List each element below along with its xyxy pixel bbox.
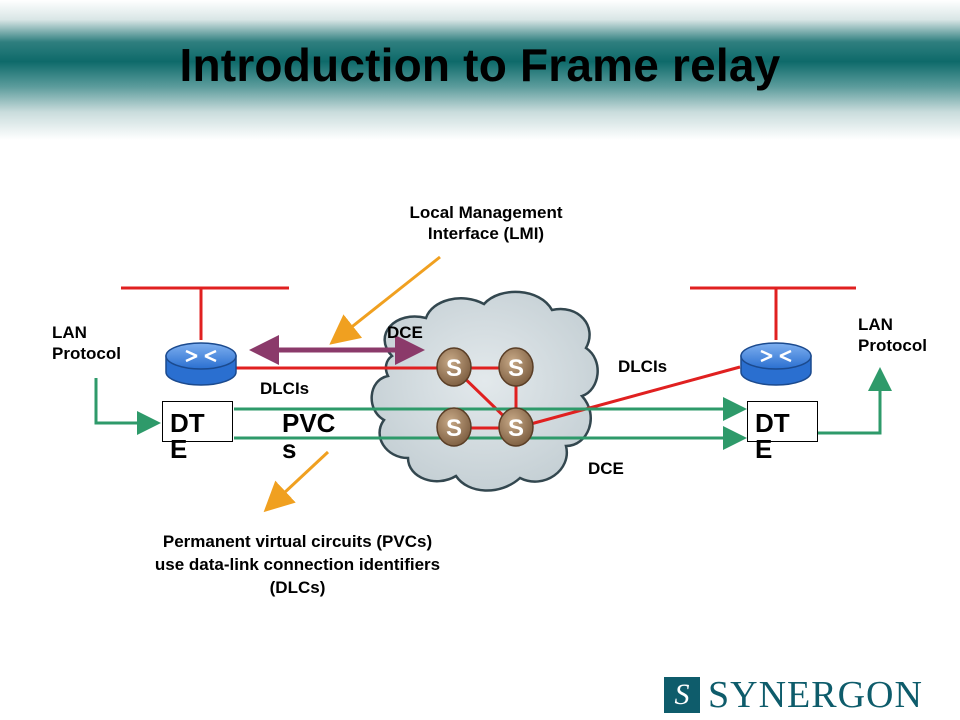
lan-protocol-arrow-right bbox=[818, 367, 892, 435]
pvc-description-line3: (DLCs) bbox=[269, 578, 326, 597]
dce-label-top: DCE bbox=[387, 323, 423, 342]
frame-relay-cloud-icon bbox=[370, 290, 599, 492]
svg-text:S: S bbox=[508, 355, 524, 382]
lan-protocol-arrow-left bbox=[94, 378, 161, 435]
pvc-description-line1: Permanent virtual circuits (PVCs) bbox=[162, 532, 433, 551]
lmi-label-line1: Local Management bbox=[409, 203, 563, 222]
dlcis-label-right: DLCIs bbox=[618, 357, 668, 376]
switch-icon: S bbox=[436, 407, 472, 447]
lmi-label-line2: Interface (LMI) bbox=[427, 224, 545, 243]
switch-icon: S bbox=[436, 347, 472, 387]
dte-box-left bbox=[162, 401, 233, 442]
switch-icon: S bbox=[498, 407, 534, 447]
pvcs-label: PVCs bbox=[282, 408, 336, 464]
dte-box-right bbox=[747, 401, 818, 442]
lan-left-line2: Protocol bbox=[52, 344, 121, 363]
svg-text:S: S bbox=[446, 355, 462, 382]
lan-right-line2: Protocol bbox=[858, 336, 927, 355]
lan-left-line1: LAN bbox=[52, 323, 87, 342]
dte-label-left: DTE bbox=[170, 408, 205, 464]
dte-label-right: DTE bbox=[755, 408, 790, 464]
lan-right-line1: LAN bbox=[858, 315, 893, 334]
lmi-pointer-arrow bbox=[329, 255, 441, 345]
svg-text:S: S bbox=[446, 415, 462, 442]
dce-label-bottom: DCE bbox=[588, 459, 624, 478]
page-title: Introduction to Frame relay bbox=[179, 39, 781, 91]
dlci-link-right bbox=[515, 365, 741, 430]
dlcis-label-left: DLCIs bbox=[260, 379, 310, 398]
pvc-description-line2: use data-link connection identifiers bbox=[154, 555, 441, 574]
switch-icon: S bbox=[498, 347, 534, 387]
header-band bbox=[0, 0, 960, 140]
lmi-label: Local Management Interface (LMI) bbox=[380, 202, 592, 244]
logo-text: SYNERGON bbox=[708, 674, 923, 716]
router-icon bbox=[740, 342, 812, 386]
lan-protocol-label-right: LAN Protocol bbox=[858, 314, 927, 356]
pvc-pointer-arrow bbox=[263, 450, 330, 513]
lan-protocol-label-left: LAN Protocol bbox=[52, 322, 121, 364]
synergon-logo-icon: S SYNERGON bbox=[664, 676, 923, 714]
router-icon bbox=[165, 342, 237, 386]
svg-text:S: S bbox=[508, 415, 524, 442]
logo-mark: S bbox=[664, 677, 700, 713]
pvc-description: Permanent virtual circuits (PVCs) use da… bbox=[110, 530, 485, 599]
